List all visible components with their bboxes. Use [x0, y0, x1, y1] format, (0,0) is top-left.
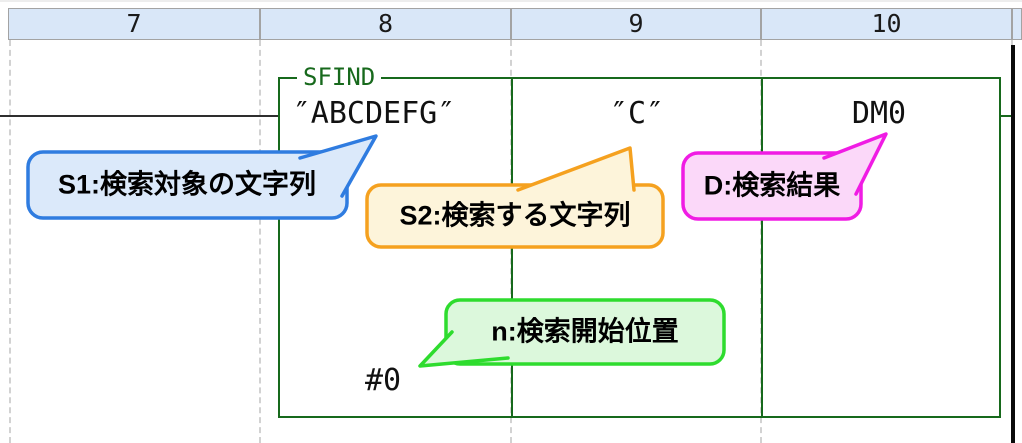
- column-header-partial: [1012, 8, 1022, 40]
- callout-s2-label: S2:検索する文字列: [399, 200, 631, 231]
- column-guide: [9, 40, 11, 443]
- operand-s1[interactable]: ″ABCDEFG″: [292, 96, 456, 131]
- block-output-line: [999, 115, 1013, 117]
- block-divider: [761, 77, 763, 418]
- callout-n-label: n:検索開始位置: [491, 316, 679, 347]
- operand-d[interactable]: DM0: [851, 96, 907, 131]
- operand-s2[interactable]: ″C″: [609, 96, 665, 131]
- instruction-name[interactable]: SFIND: [297, 63, 382, 91]
- callout-s1-label: S1:検索対象の文字列: [57, 169, 317, 200]
- rung-line: [0, 115, 279, 117]
- operand-n[interactable]: #0: [364, 363, 402, 398]
- right-power-rail: [1011, 45, 1015, 443]
- column-header-7: 7: [8, 8, 260, 40]
- column-header-8: 8: [260, 8, 511, 40]
- block-divider: [511, 77, 513, 418]
- callout-d-label: D:検索結果: [703, 170, 841, 201]
- column-guide: [259, 40, 261, 443]
- column-header-9: 9: [511, 8, 761, 40]
- sfind-instruction-block[interactable]: [278, 77, 1001, 418]
- top-divider: [0, 0, 1022, 2]
- column-header-10: 10: [761, 8, 1012, 40]
